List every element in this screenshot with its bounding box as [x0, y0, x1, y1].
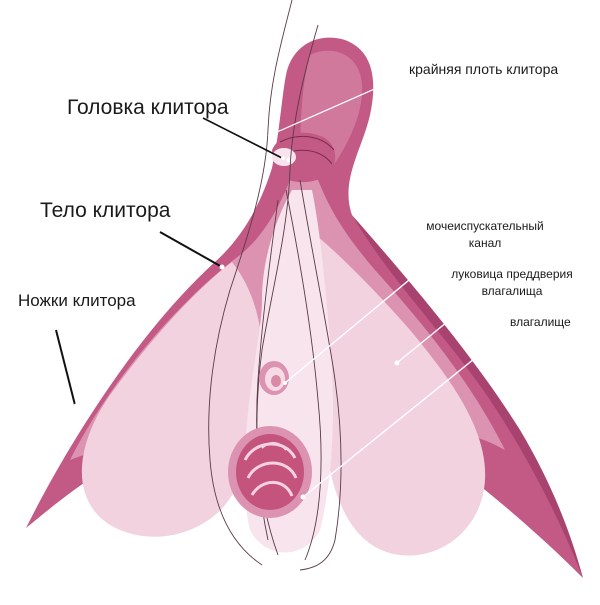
left-vestibular-bulb	[81, 262, 264, 537]
dot-crura	[73, 403, 79, 409]
label-glans: Головка клитора	[67, 96, 229, 119]
dot-urethra	[283, 381, 287, 385]
leader-bulb	[397, 299, 475, 363]
label-bulb: луковица преддверия влагалища	[444, 266, 580, 300]
label-urethra: мочеиспускательный канал	[420, 218, 550, 252]
label-bulb-line2: влагалища	[481, 284, 543, 298]
labia-outline-left	[208, 0, 293, 566]
right-vestibular-bulb	[309, 232, 486, 556]
urethra-opening-icon	[259, 361, 289, 395]
label-bulb-line1: луковица преддверия	[451, 267, 573, 281]
prepuce-fold-line	[279, 135, 335, 151]
leader-glans	[202, 117, 283, 159]
label-prepuce: крайняя плоть клитора	[409, 61, 559, 77]
dot-vagina	[300, 494, 306, 500]
leader-prepuce	[267, 75, 405, 137]
leader-urethra	[284, 255, 439, 384]
leader-body	[159, 231, 223, 268]
label-vagina: влагалище	[510, 315, 571, 329]
leader-crura	[55, 329, 76, 406]
labia-outline-right-2	[285, 189, 322, 561]
dot-glans	[281, 156, 285, 160]
leader-vagina	[302, 333, 506, 498]
label-urethra-line2: канал	[468, 236, 502, 250]
label-body: Тело клитора	[40, 199, 171, 222]
prepuce-hood	[272, 132, 336, 183]
dot-bulb	[394, 360, 400, 366]
label-crura: Ножки клитора	[18, 291, 136, 310]
label-urethra-line1: мочеиспускательный	[426, 219, 544, 233]
vaginal-opening-icon	[228, 426, 312, 518]
dot-body	[219, 264, 225, 270]
labia-outline-right	[299, 179, 342, 571]
